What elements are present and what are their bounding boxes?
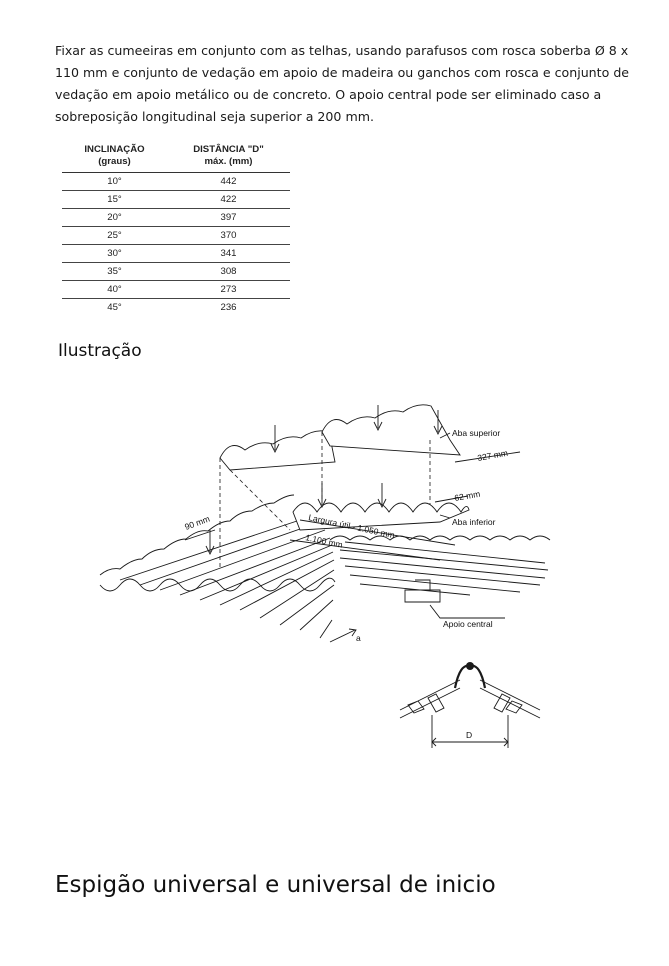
label-327mm: 327 mm (477, 448, 509, 463)
fastener-arrow-4 (317, 483, 327, 509)
roof-sheet-outline (100, 510, 340, 642)
table-row: 25°370 (62, 226, 290, 245)
table-header-row: INCLINAÇÃO (graus) DISTÂNCIA "D" máx. (m… (62, 141, 290, 173)
dim-line-62 (434, 495, 469, 503)
dim-line-90 (184, 529, 216, 541)
detail-d-lines (431, 715, 509, 748)
lower-ridge-piece (292, 502, 470, 531)
inclination-distance-table: INCLINAÇÃO (graus) DISTÂNCIA "D" máx. (m… (62, 141, 290, 316)
cell-distance: 273 (166, 280, 290, 299)
table-row: 15°422 (62, 190, 290, 209)
cell-distance: 341 (166, 244, 290, 263)
upper-ridge-left (219, 430, 336, 471)
leader-aba-superior (439, 432, 451, 439)
instructions-paragraph: Fixar as cumeeiras em conjunto com as te… (55, 43, 630, 124)
ridge-installation-illustration: Aba superior 327 mm 62 mm Aba inferior 9… (99, 404, 551, 748)
table-row: 40°273 (62, 280, 290, 299)
dim-line-largura (299, 519, 456, 546)
label-62mm: 62 mm (454, 489, 481, 503)
cell-inclination: 20° (62, 208, 167, 227)
guide-line-4 (229, 469, 291, 531)
footer-title: Espigão universal e universal de inicio (55, 872, 496, 898)
right-sheet-wave (329, 535, 551, 541)
a-arrow (329, 628, 357, 643)
table-row: 45° 236 (62, 299, 290, 317)
detail-supports (427, 693, 511, 713)
right-sheet-lines (339, 541, 549, 596)
roof-sheet-top-wave (99, 494, 295, 576)
cell-inclination: 25° (62, 226, 167, 245)
table-row: 35°308 (62, 262, 290, 281)
cell-inclination: 35° (62, 262, 167, 281)
cell-distance: 442 (166, 172, 290, 191)
fastener-arrow-1 (270, 425, 280, 454)
header-inclination: INCLINAÇÃO (graus) (62, 141, 167, 173)
label-aba-inferior: Aba inferior (452, 517, 496, 527)
cell-inclination: 10° (62, 172, 167, 191)
cell-distance: 422 (166, 190, 290, 209)
header-inclination-line1: INCLINAÇÃO (84, 144, 145, 155)
dim-line-327 (454, 451, 521, 463)
label-aba-superior: Aba superior (452, 428, 500, 438)
label-apoio-central: Apoio central (443, 619, 493, 629)
detail-right-sheet (479, 679, 541, 719)
fastener-arrow-6 (205, 530, 215, 556)
header-distance-line1: DISTÂNCIA "D" (193, 144, 264, 155)
table-row: 10°442 (62, 172, 290, 191)
cell-inclination: 15° (62, 190, 167, 209)
cell-inclination: 30° (62, 244, 167, 263)
table-row: 20°397 (62, 208, 290, 227)
leader-aba-inferior (439, 514, 451, 519)
fastener-arrow-3 (433, 410, 443, 436)
leader-apoio-central (429, 604, 505, 619)
central-support (404, 579, 441, 603)
header-inclination-line2: (graus) (98, 156, 131, 167)
cell-distance: 370 (166, 226, 290, 245)
header-distance-line2: máx. (mm) (204, 156, 253, 167)
detail-left-sheet (399, 679, 461, 719)
label-90mm: 90 mm (183, 514, 211, 532)
fastener-arrow-5 (377, 483, 387, 509)
cell-distance: 308 (166, 262, 290, 281)
upper-ridge-right (321, 404, 461, 456)
fastener-arrow-2 (373, 405, 383, 432)
cell-inclination: 40° (62, 280, 167, 299)
cell-distance: 236 (220, 302, 237, 313)
roof-sheet-corrugation-lines (119, 514, 335, 639)
detail-ridge-cap-top (466, 662, 474, 670)
cell-distance: 397 (166, 208, 290, 227)
label-d: D (466, 730, 472, 740)
table-row: 30°341 (62, 244, 290, 263)
illustration-caption: Ilustração (58, 341, 142, 361)
label-a: a (356, 633, 361, 643)
dim-line-1100 (289, 539, 441, 561)
header-distance: DISTÂNCIA "D" máx. (mm) (166, 141, 290, 173)
cell-inclination: 45° (107, 302, 122, 313)
